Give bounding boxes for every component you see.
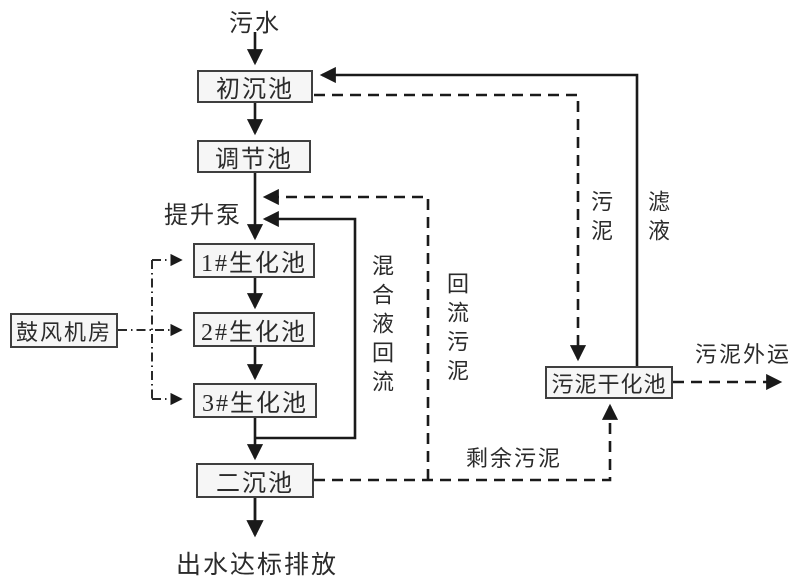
node-blower-room: 鼓风机房 [10, 313, 118, 348]
line-mixed-liquor-return [255, 210, 357, 440]
line-primary-sludge [314, 93, 587, 362]
node-sludge-drying-tank: 污泥干化池 [545, 366, 673, 399]
label-lift-pump: 提升泵 [164, 203, 242, 229]
label-influent: 污水 [229, 11, 281, 37]
node-regulating-tank: 调节池 [197, 140, 311, 173]
node-bio-tank-3: 3#生化池 [193, 383, 317, 418]
label-mixed-liquor-return: 混合液回流 [369, 254, 394, 399]
node-primary-sedimentation-tank: 初沉池 [197, 70, 313, 103]
node-secondary-sedimentation-tank: 二沉池 [196, 463, 314, 498]
line-return-sludge [262, 188, 430, 480]
label-primary-sludge: 污泥 [588, 190, 613, 248]
node-bio-tank-1: 1#生化池 [193, 243, 315, 278]
node-bio-tank-2: 2#生化池 [193, 312, 315, 347]
line-excess-sludge [314, 403, 619, 482]
label-sludge-transport-out: 污泥外运 [695, 342, 792, 367]
line-filtrate-return [319, 66, 639, 366]
label-return-sludge: 回流污泥 [444, 272, 469, 388]
label-effluent-discharge: 出水达标排放 [175, 552, 339, 579]
label-excess-sludge: 剩余污泥 [466, 446, 563, 471]
label-filtrate: 滤液 [645, 190, 670, 248]
